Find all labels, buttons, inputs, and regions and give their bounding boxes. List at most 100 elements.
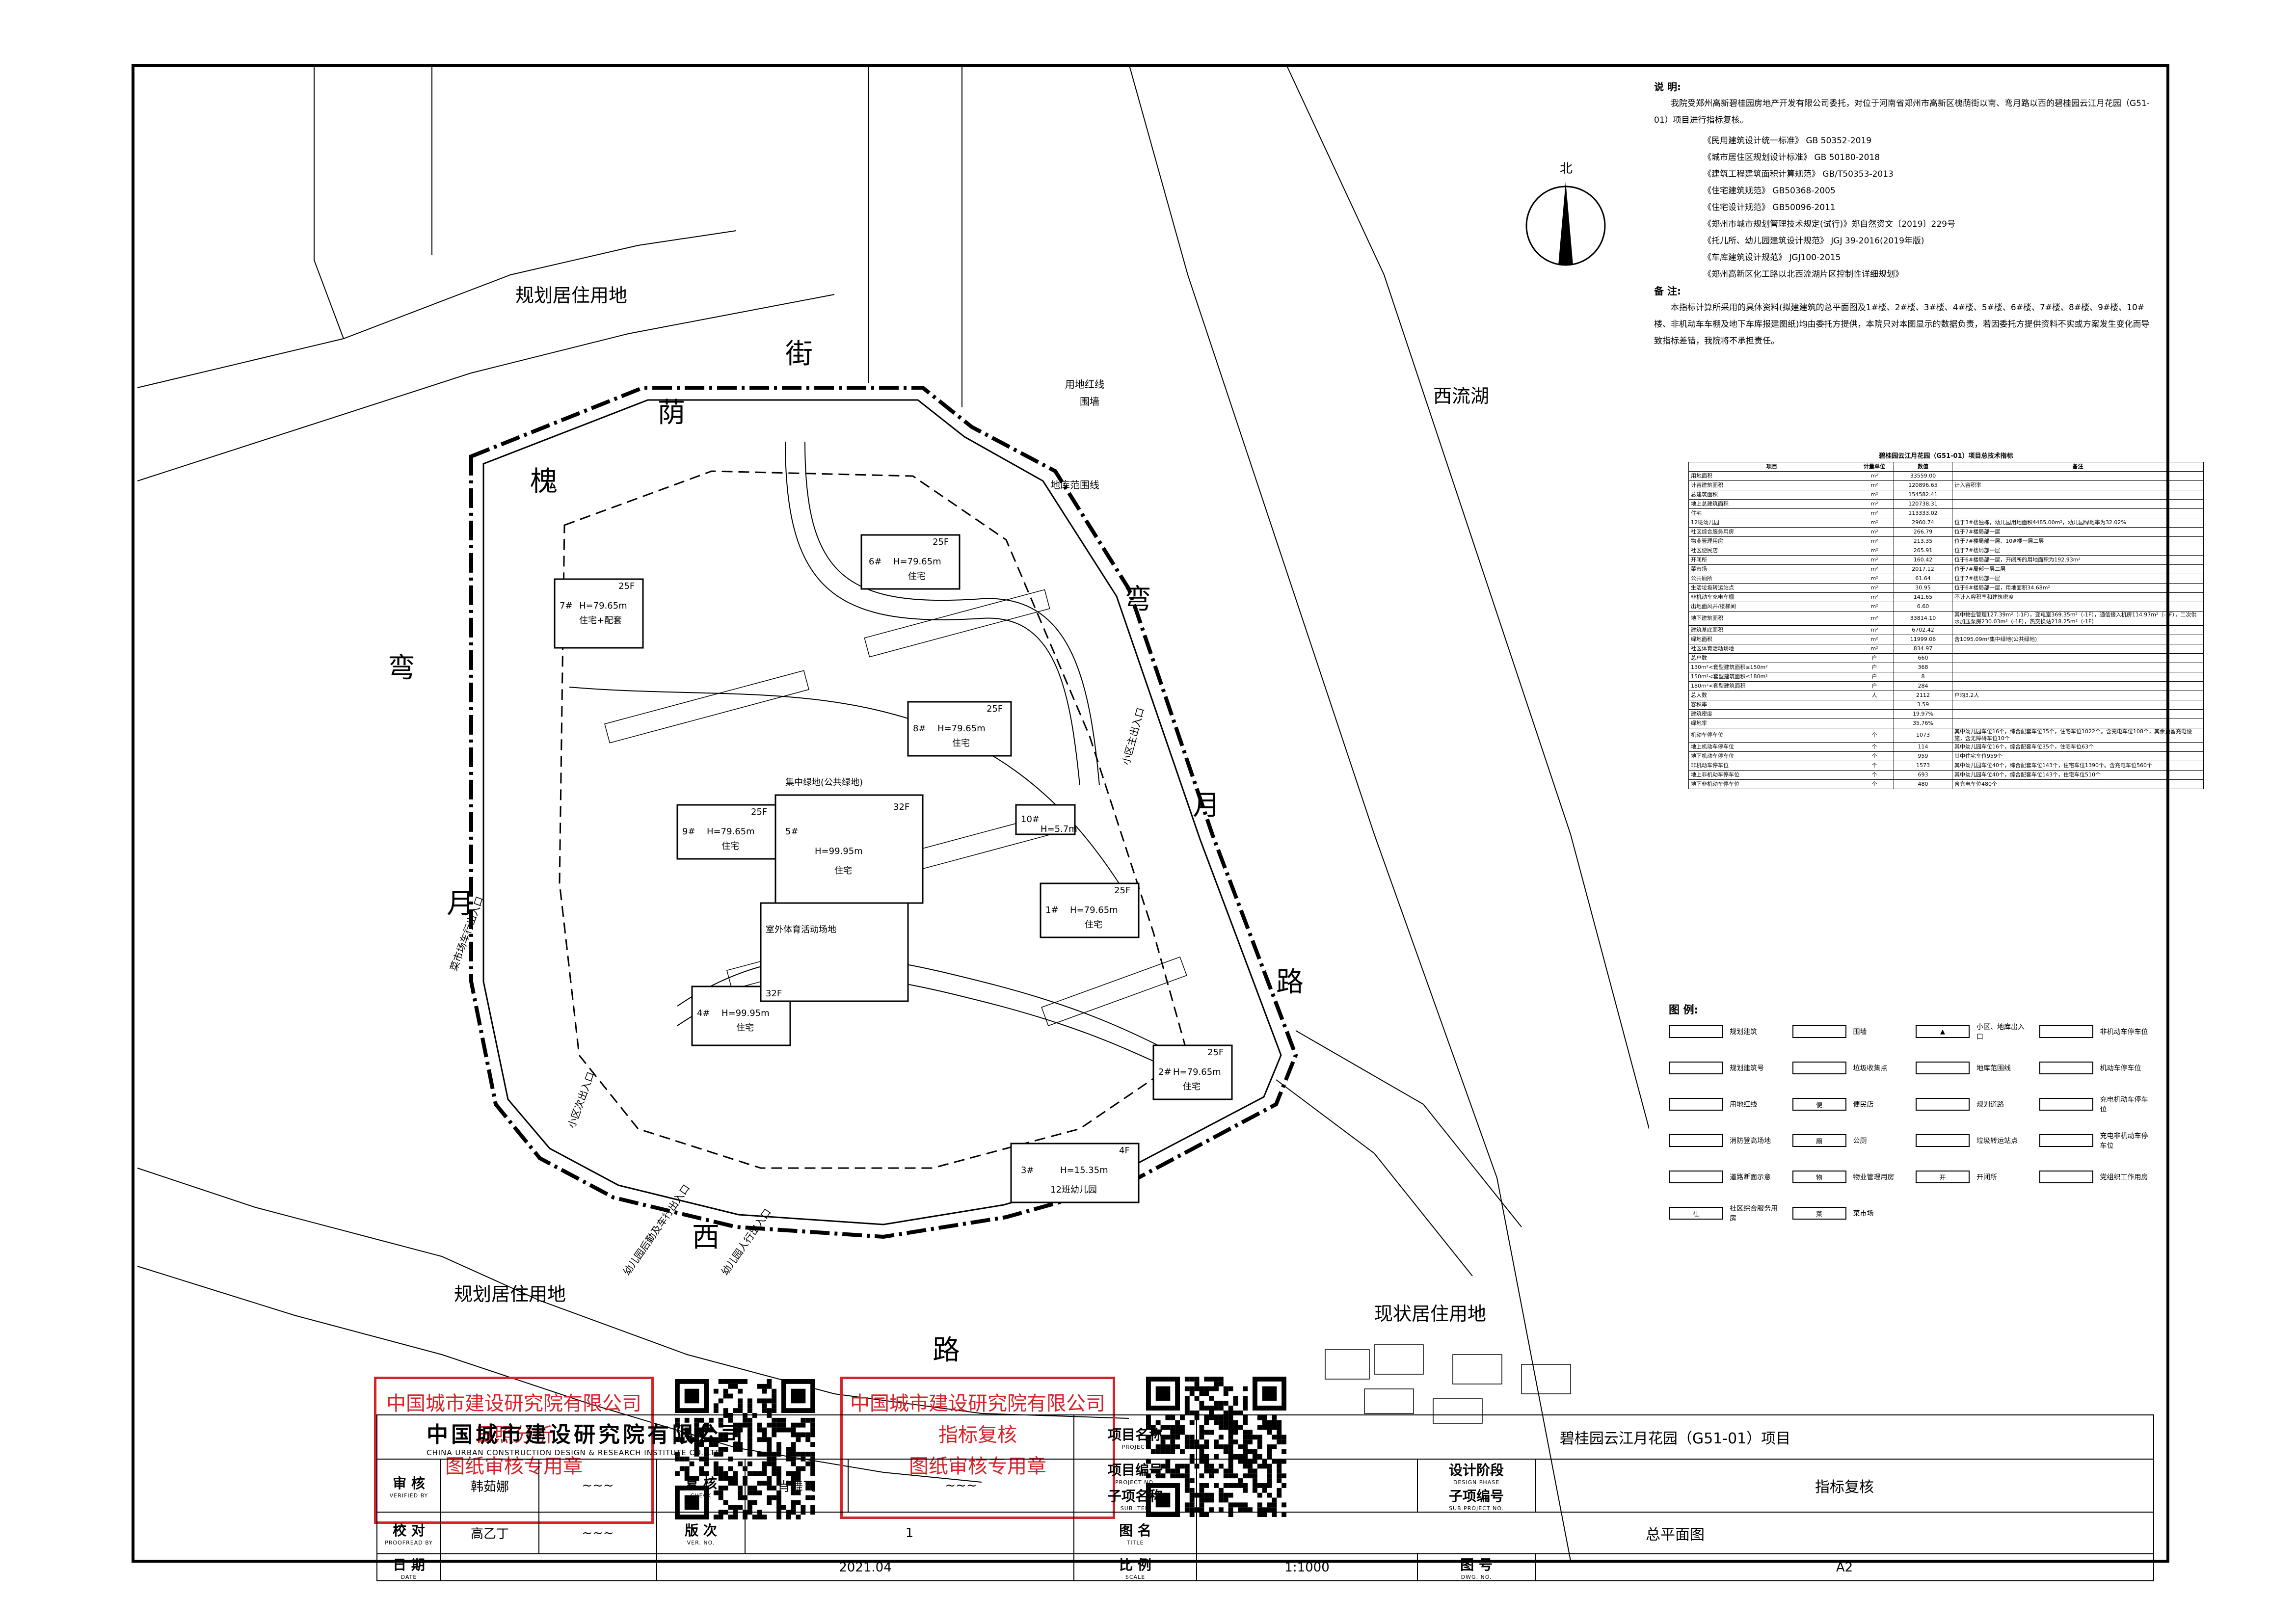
standard-item: 《城市居住区规划设计标准》 GB 50180-2018	[1703, 153, 1880, 162]
table-cell: 用地面积	[1688, 471, 1855, 481]
table-cell: 个	[1855, 742, 1894, 752]
table-cell: 建筑密度	[1688, 709, 1855, 719]
table-cell	[1952, 490, 2204, 500]
building-6-height: H=79.65m	[893, 557, 941, 567]
proofer-signature: ~~~	[538, 1512, 657, 1554]
table-cell: 非机动车停车位	[1688, 761, 1855, 771]
notes-panel: 说 明: 我院受郑州高新碧桂园房地产开发有限公司委托，对位于河南省郑州市高新区槐…	[1654, 79, 2155, 349]
standard-item: 《郑州高新区化工路以北西流湖片区控制性详细规划》	[1703, 269, 1903, 279]
table-cell: 位于6#楼局部一层，开闭所的用地面积为192.93m²	[1952, 555, 2204, 565]
standard-item: 《托儿所、幼儿园建筑设计规范》 JGJ 39-2016(2019年版)	[1703, 236, 1924, 246]
table-cell: 地上非机动车停车位	[1688, 770, 1855, 780]
road-e-char-1: 弯	[1124, 584, 1151, 615]
table-cell: 总人数	[1688, 691, 1855, 700]
sub-no-label: 子项编号	[1449, 1488, 1504, 1504]
building-9-id: 9#	[682, 826, 695, 837]
legend-symbol	[1916, 1062, 1970, 1074]
version-label: 版 次	[685, 1522, 717, 1539]
proofer-name: 高乙丁	[440, 1512, 539, 1554]
table-cell: 2112	[1894, 691, 1952, 700]
date-sub: DATE	[400, 1574, 417, 1580]
legend-symbol: 厕	[1792, 1134, 1846, 1147]
scale-value: 1:1000	[1196, 1553, 1418, 1581]
table-cell: 计入容积率	[1952, 480, 2204, 490]
table-cell: 个	[1855, 770, 1894, 780]
legend-symbol	[1916, 1134, 1970, 1147]
legend-symbol	[2039, 1062, 2093, 1074]
table-cell: m²	[1855, 546, 1894, 556]
neighbor-buildings	[1325, 1344, 1571, 1424]
callout-redline: 用地红线	[1065, 378, 1104, 390]
table-cell: 959	[1894, 751, 1952, 761]
stamp-line: 中国城市建设研究院有限公司	[850, 1392, 1105, 1415]
standard-item: 《建筑工程建筑面积计算规范》 GB/T50353-2013	[1703, 169, 1894, 179]
legend-label: 便民店	[1853, 1101, 1874, 1109]
sub-item-label: 子项名称	[1108, 1488, 1163, 1504]
legend-label: 社区综合服务用房	[1730, 1205, 1778, 1223]
table-cell: 计容建筑面积	[1688, 480, 1855, 490]
table-cell: 834.97	[1894, 644, 1952, 654]
review-sub: VERIFIED BY	[389, 1492, 428, 1499]
table-cell: 位于7#楼局部一层	[1952, 546, 2204, 556]
stage-sub: DESIGN PHASE	[1453, 1479, 1500, 1486]
table-cell: 其中物业管理127.39m²（-1F），变电室369.35m²（-1F），通信接…	[1952, 611, 2204, 626]
table-cell: m²	[1855, 499, 1894, 509]
table-header-cell: 数值	[1894, 462, 1952, 472]
table-cell	[1952, 625, 2204, 635]
table-cell: 含1095.09m²集中绿地(公共绿地)	[1952, 635, 2204, 644]
dwg-no-sub: DWG. NO.	[1461, 1574, 1492, 1580]
building-2-height: H=79.65m	[1173, 1067, 1221, 1077]
legend-symbol	[1669, 1098, 1723, 1111]
legend-label: 小区、地库出入口	[1976, 1023, 2025, 1041]
building-8-height: H=79.65m	[937, 723, 986, 734]
building-3-id: 3#	[1021, 1165, 1034, 1175]
building-5-id: 5#	[785, 826, 799, 837]
stage-label: 设计阶段	[1449, 1462, 1504, 1478]
table-cell: 213.35	[1894, 536, 1952, 546]
table-cell: 3.59	[1894, 700, 1952, 710]
road-labels: 槐 荫 街 弯 月 路 弯 月 西 路	[388, 338, 1304, 1366]
table-cell: m²	[1855, 644, 1894, 654]
reviewer-name: 韩茹娜	[440, 1459, 539, 1513]
lake-label: 西流湖	[1433, 385, 1489, 407]
legend-symbol: 物	[1792, 1171, 1846, 1183]
table-cell: 113333.02	[1894, 508, 1952, 518]
legend-symbol	[2039, 1098, 2093, 1111]
land-nw-label: 规划居住用地	[515, 285, 627, 306]
standard-item: 《郑州市城市规划管理技术规定(试行)》郑自然资文〔2019〕229号	[1703, 219, 1955, 229]
dwg-no-value: A2	[1535, 1553, 2155, 1581]
notes-paragraph: 我院受郑州高新碧桂园房地产开发有限公司委托，对位于河南省郑州市高新区槐荫街以南、…	[1654, 99, 2150, 125]
table-cell: 其中幼儿园车位16个，综合配套车位35个，住宅车位1022个。含充电车位108个…	[1952, 728, 2204, 743]
table-cell: 个	[1855, 779, 1894, 789]
drawing-label: 图 名	[1119, 1522, 1151, 1539]
date-value: 2021.04	[656, 1553, 1075, 1581]
table-header-cell: 计量单位	[1855, 462, 1894, 472]
building-7-height: H=79.65m	[579, 601, 627, 611]
table-cell: m²	[1855, 625, 1894, 635]
index-table-title: 碧桂园云江月花园（G51-01）项目总技术指标	[1879, 453, 2013, 460]
legend-item: 围墙	[1792, 1021, 1908, 1042]
review-label: 审 核	[393, 1475, 425, 1491]
legend-symbol: 菜	[1792, 1207, 1846, 1220]
table-cell: 公共厕所	[1688, 574, 1855, 584]
notes-heading: 说 明:	[1654, 81, 1681, 93]
table-cell: m²	[1855, 611, 1894, 626]
table-cell: 出地面风井/楼梯间	[1688, 602, 1855, 612]
index-table-panel: 碧桂园云江月花园（G51-01）项目总技术指标 项目 计量单位 数值 备注 用地…	[1688, 451, 2204, 789]
table-cell: 总户数	[1688, 653, 1855, 663]
table-cell: 33559.00	[1894, 471, 1952, 481]
project-no-sub: PROJECT NO.	[1115, 1479, 1156, 1486]
legend-symbol	[2039, 1171, 2093, 1183]
table-cell: 其中住宅车位959个	[1952, 751, 2204, 761]
